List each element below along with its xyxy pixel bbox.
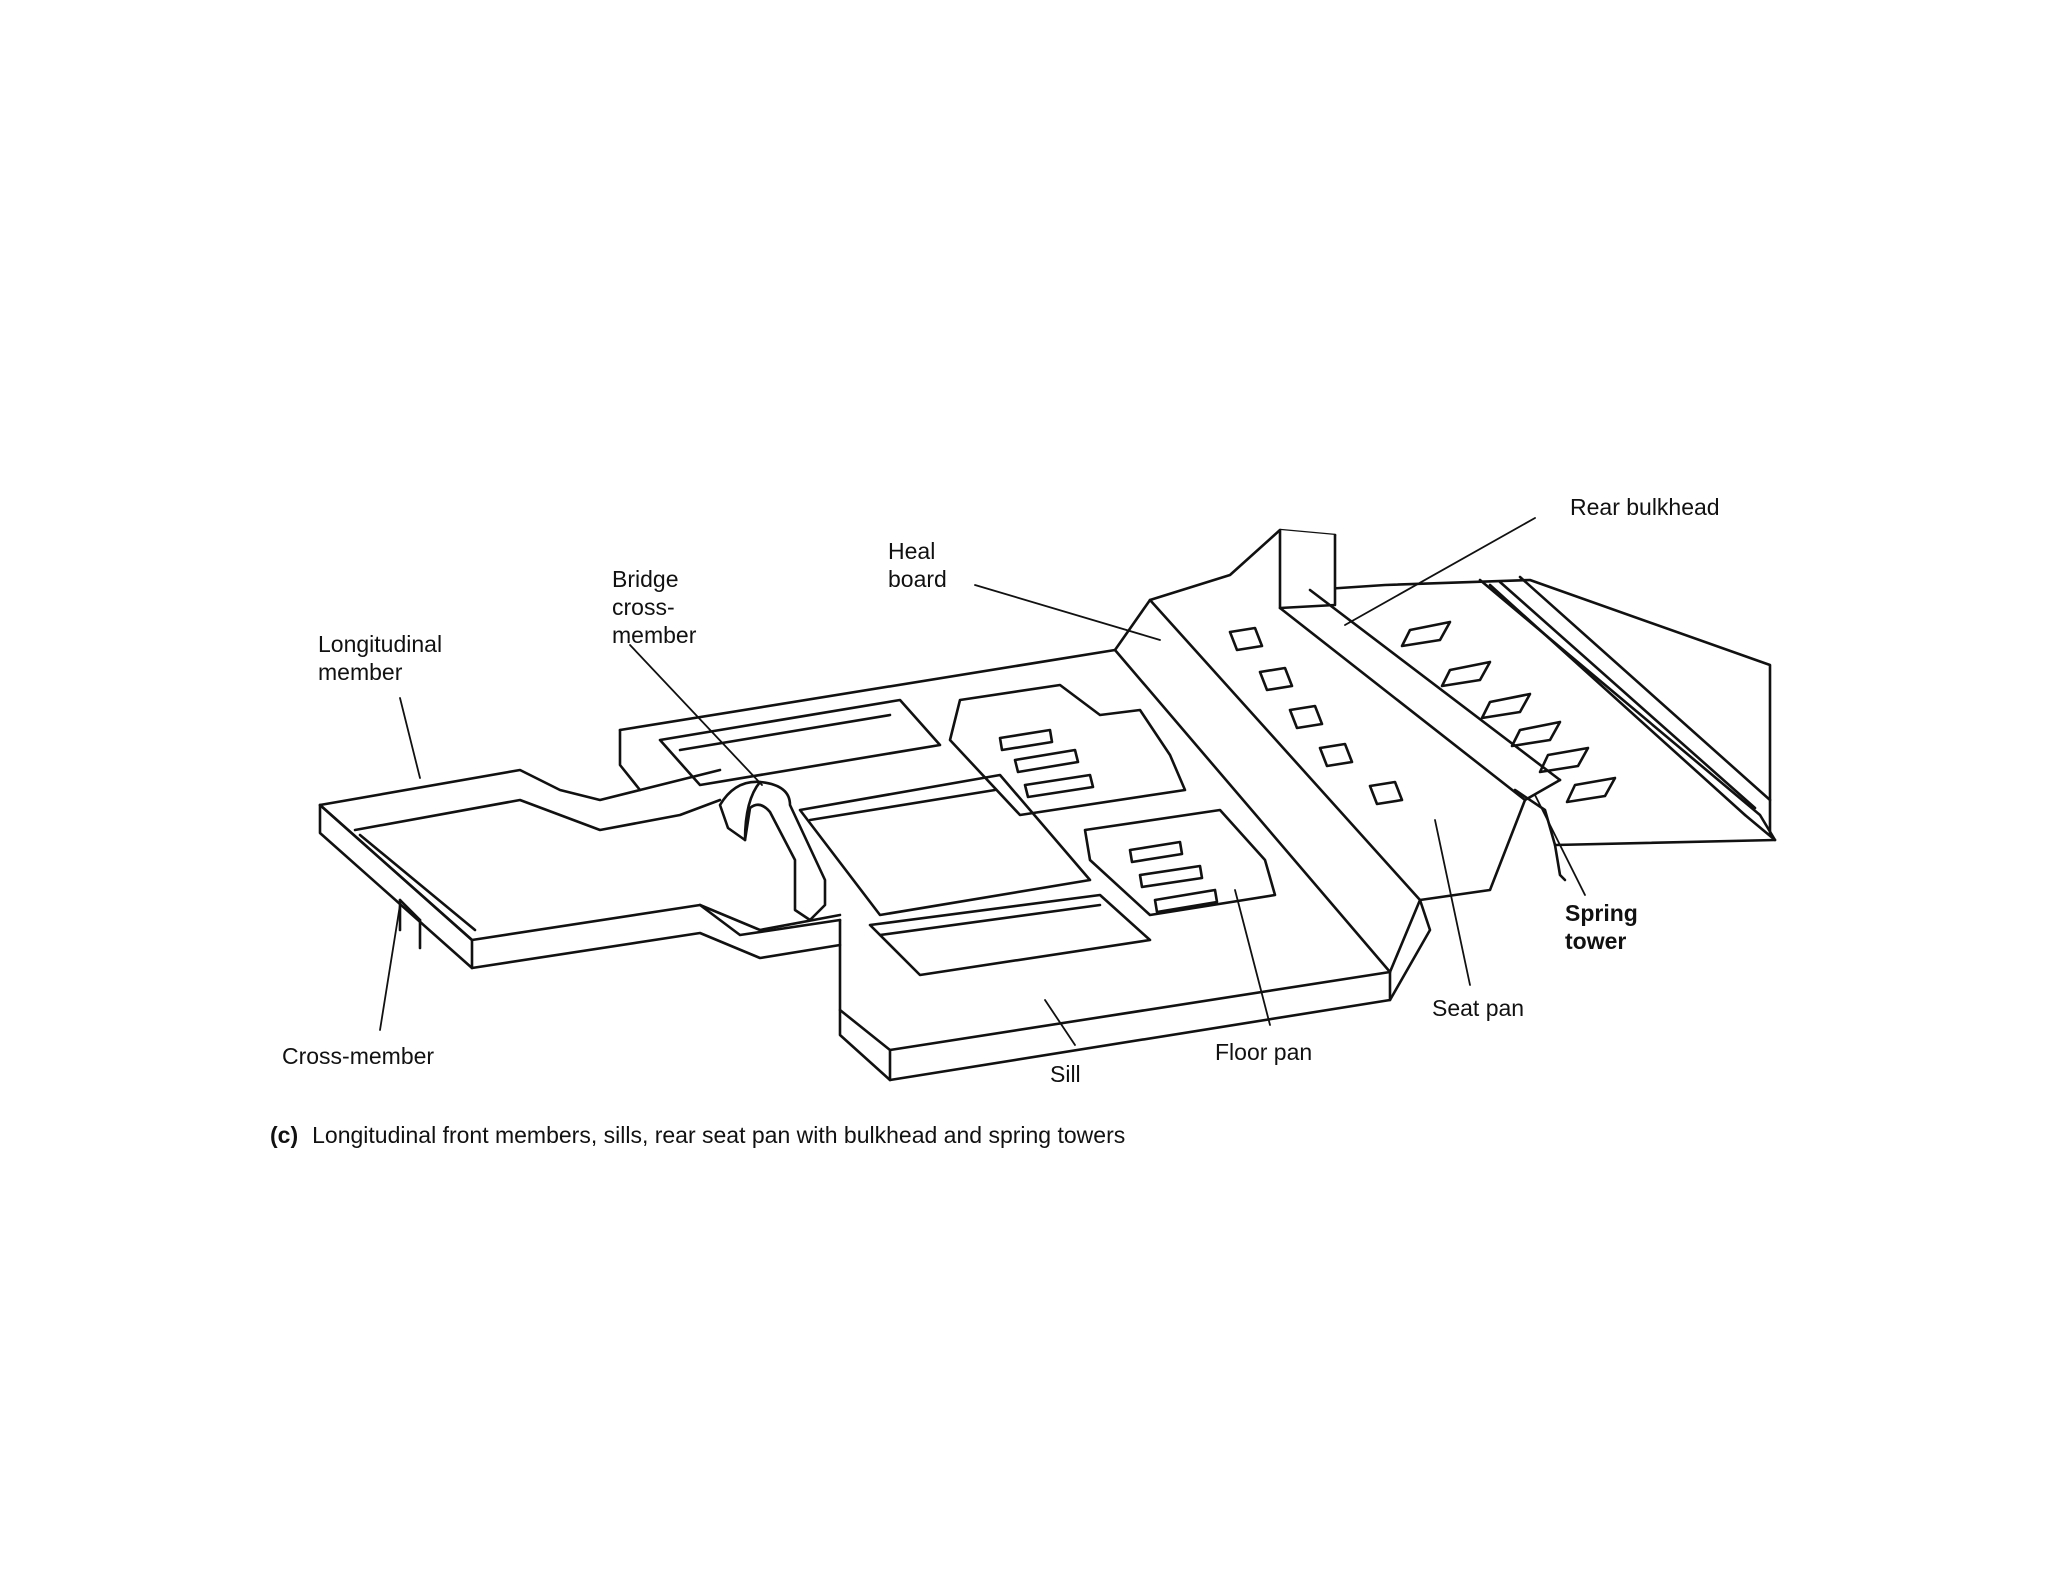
label-rear-bulkhead: Rear bulkhead <box>1570 494 1720 520</box>
floor-body-shape <box>618 528 1772 1082</box>
figure-caption: (c) Longitudinal front members, sills, re… <box>270 1121 1125 1149</box>
label-heal-board: Heal board <box>888 538 947 592</box>
front-floor-panels <box>658 683 1277 977</box>
label-floor-pan: Floor pan <box>1215 1039 1313 1065</box>
rear-bulkhead-slots <box>1400 620 1617 804</box>
longitudinal-member-shape <box>318 768 842 970</box>
caption-text: Longitudinal front members, sills, rear … <box>312 1122 1126 1148</box>
heal-board-slots <box>1228 626 1404 806</box>
leader-heal-board <box>974 584 1161 641</box>
leader-rear-bulkhead <box>1344 517 1536 626</box>
leader-longitudinal-member <box>399 697 421 779</box>
label-longitudinal-member: Longitudinal member <box>318 631 443 685</box>
label-bridge-cross-member: Bridge cross- member <box>612 566 697 648</box>
leader-bridge-cross-member <box>629 644 763 786</box>
floor-pan-slots <box>998 728 1219 914</box>
caption-tag: (c) <box>270 1122 299 1148</box>
label-seat-pan: Seat pan <box>1432 995 1525 1021</box>
leader-cross-member <box>379 904 401 1031</box>
leader-seat-pan <box>1434 819 1471 986</box>
leader-floor-pan <box>1234 889 1271 1026</box>
bridge-cross-member-shape <box>718 780 827 922</box>
leader-sill <box>1044 999 1076 1046</box>
rear-rail-shape <box>1478 575 1777 882</box>
leader-spring-tower <box>1534 794 1586 896</box>
cross-member-shape <box>398 898 422 950</box>
label-spring-tower: Spring tower <box>1565 900 1638 954</box>
label-cross-member: Cross-member <box>282 1043 435 1069</box>
label-sill: Sill <box>1050 1061 1081 1087</box>
